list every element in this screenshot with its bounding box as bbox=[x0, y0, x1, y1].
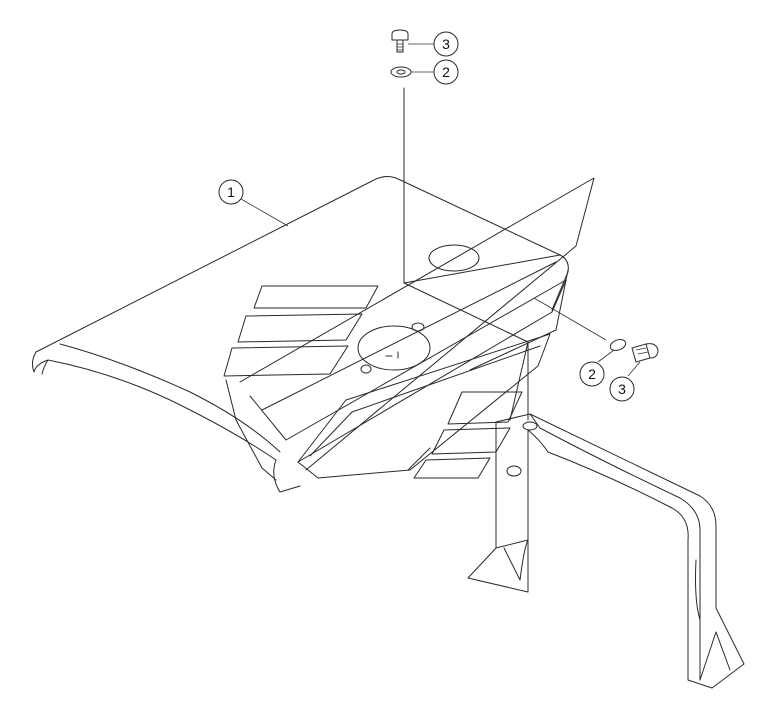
top-bolt bbox=[391, 29, 409, 53]
hood-part bbox=[31, 87, 595, 493]
callout-leaders bbox=[240, 43, 641, 377]
callout-1-hood: 1 bbox=[218, 179, 244, 205]
top-washer bbox=[390, 66, 412, 78]
callout-label: 2 bbox=[442, 64, 450, 80]
callout-3-top: 3 bbox=[433, 31, 459, 57]
support-frame bbox=[467, 413, 745, 689]
callout-label: 1 bbox=[227, 184, 235, 200]
callout-2-top: 2 bbox=[433, 59, 459, 85]
callout-label: 3 bbox=[442, 36, 450, 52]
callout-label: 2 bbox=[588, 366, 596, 382]
callout-2-side: 2 bbox=[579, 361, 605, 387]
callout-3-side: 3 bbox=[609, 376, 635, 402]
side-bolt bbox=[631, 343, 659, 363]
side-washer bbox=[609, 339, 627, 351]
callout-label: 3 bbox=[618, 381, 626, 397]
